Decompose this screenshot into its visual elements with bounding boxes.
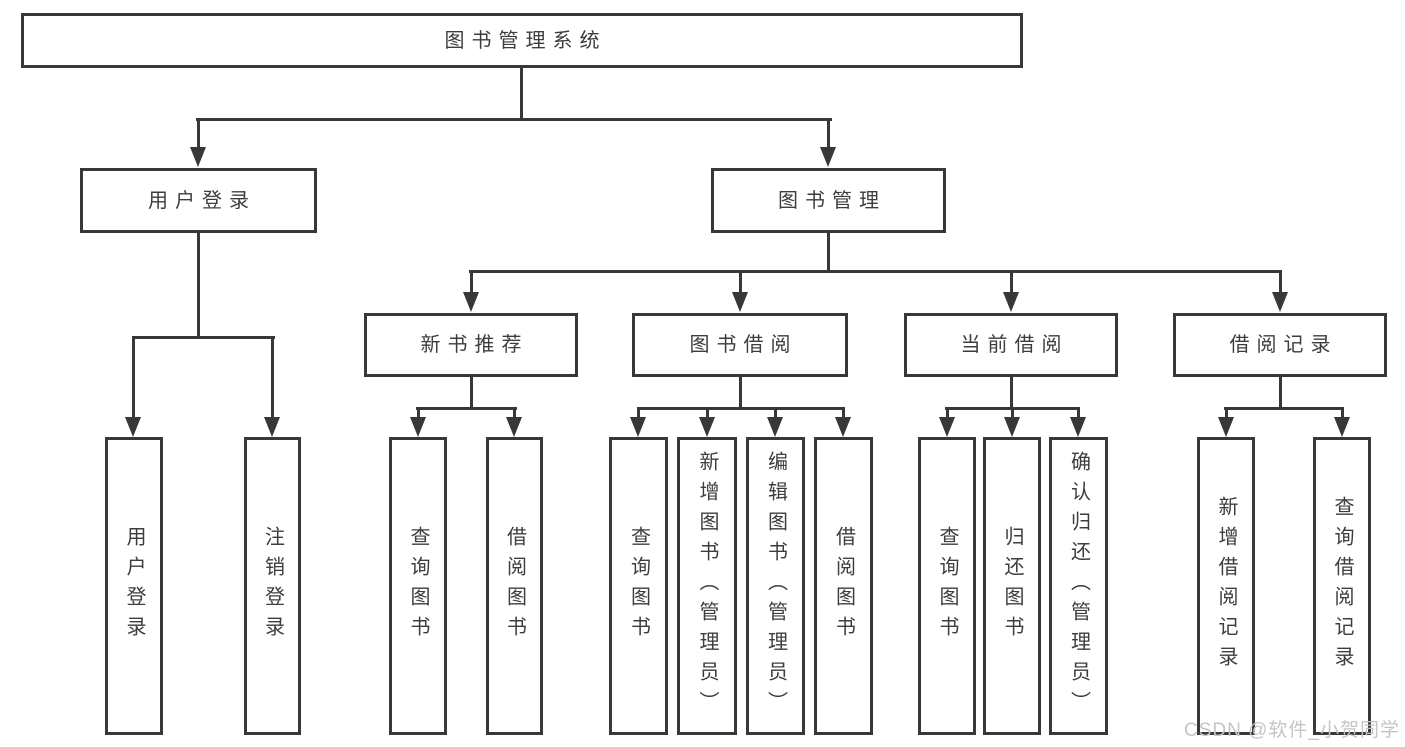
arrowhead-leaf-logout <box>264 417 280 437</box>
arrowhead-book-borrow <box>732 292 748 312</box>
connector-stem-leaf-login <box>132 336 135 419</box>
arrowhead-new-book <box>463 292 479 312</box>
leaf-current-return: 归还图书 <box>983 437 1041 735</box>
node-current-borrow: 当前借阅 <box>904 313 1118 377</box>
connector-level2-bar <box>469 270 1282 273</box>
connector-stem-user-login <box>197 118 200 149</box>
connector-user-login-bar <box>132 336 275 339</box>
connector-book-borrow-bar <box>637 407 845 410</box>
arrowhead-g5-1 <box>1218 417 1234 437</box>
connector-stem-g5-2 <box>1341 407 1344 419</box>
watermark: CSDN @软件_小贺同学 <box>1184 720 1400 741</box>
arrowhead-g4-2 <box>1004 417 1020 437</box>
arrowhead-user-login <box>190 147 206 167</box>
connector-stem-g2-2 <box>513 407 516 419</box>
connector-stem-borrow-record <box>1279 270 1282 294</box>
arrowhead-g4-1 <box>939 417 955 437</box>
leaf-current-query: 查询图书 <box>918 437 976 735</box>
leaf-user-login: 用户登录 <box>105 437 163 735</box>
connector-stem-g3-3 <box>774 407 777 419</box>
connector-stem-g3-1 <box>637 407 640 419</box>
connector-stem-leaf-logout <box>271 336 274 419</box>
arrowhead-book-management <box>820 147 836 167</box>
leaf-record-query: 查询借阅记录 <box>1313 437 1371 735</box>
connector-stem-book-management <box>827 118 830 149</box>
leaf-borrow-edit-admin: 编辑图书（管理员） <box>746 437 805 735</box>
connector-borrow-record-bar <box>1224 407 1344 410</box>
connector-user-login-stub <box>197 233 200 338</box>
arrowhead-g2-1 <box>410 417 426 437</box>
connector-stem-new-book <box>470 270 473 294</box>
arrowhead-g2-2 <box>506 417 522 437</box>
connector-stem-g4-3 <box>1077 407 1080 419</box>
arrowhead-current-borrow <box>1003 292 1019 312</box>
node-borrow-record: 借阅记录 <box>1173 313 1387 377</box>
connector-stem-book-borrow <box>739 270 742 294</box>
leaf-logout: 注销登录 <box>244 437 301 735</box>
leaf-borrow-query: 查询图书 <box>609 437 668 735</box>
connector-book-management-stub <box>827 233 830 273</box>
connector-level1-bar <box>196 118 832 121</box>
arrowhead-g3-2 <box>699 417 715 437</box>
connector-stem-g3-4 <box>842 407 845 419</box>
node-new-book-recommend: 新书推荐 <box>364 313 578 377</box>
arrowhead-g3-3 <box>767 417 783 437</box>
connector-stem-g3-2 <box>706 407 709 419</box>
node-root-library-system: 图书管理系统 <box>21 13 1023 68</box>
leaf-borrow-borrow: 借阅图书 <box>814 437 873 735</box>
connector-stem-g2-1 <box>417 407 420 419</box>
arrowhead-g3-4 <box>835 417 851 437</box>
node-book-borrow: 图书借阅 <box>632 313 848 377</box>
connector-current-borrow-stub <box>1010 377 1013 409</box>
connector-stem-current-borrow <box>1010 270 1013 294</box>
connector-new-book-stub <box>470 377 473 409</box>
arrowhead-g5-2 <box>1334 417 1350 437</box>
connector-stem-g5-1 <box>1225 407 1228 419</box>
arrowhead-g3-1 <box>630 417 646 437</box>
connector-book-borrow-stub <box>739 377 742 409</box>
connector-root-stub <box>520 68 523 121</box>
arrowhead-borrow-record <box>1272 292 1288 312</box>
connector-new-book-bar <box>416 407 517 410</box>
connector-stem-g4-2 <box>1011 407 1014 419</box>
arrowhead-leaf-login <box>125 417 141 437</box>
node-book-management: 图书管理 <box>711 168 946 233</box>
connector-borrow-record-stub <box>1279 377 1282 409</box>
leaf-new-book-borrow: 借阅图书 <box>486 437 543 735</box>
leaf-record-add: 新增借阅记录 <box>1197 437 1255 735</box>
leaf-current-confirm-admin: 确认归还（管理员） <box>1049 437 1108 735</box>
arrowhead-g4-3 <box>1070 417 1086 437</box>
node-user-login: 用户登录 <box>80 168 317 233</box>
leaf-borrow-add-admin: 新增图书（管理员） <box>677 437 737 735</box>
leaf-new-book-query: 查询图书 <box>389 437 447 735</box>
connector-stem-g4-1 <box>946 407 949 419</box>
